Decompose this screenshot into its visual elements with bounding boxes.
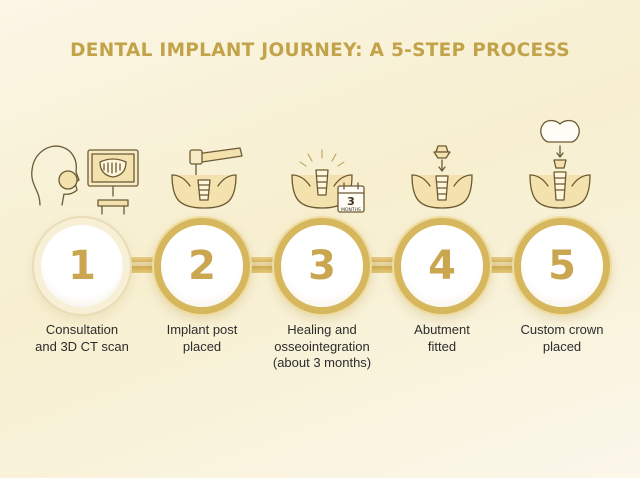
abutment-icon [411, 145, 473, 209]
step-4-label: Abutment fitted [414, 322, 470, 354]
step-5-label: Custom crown placed [520, 322, 604, 354]
step-4-circle: 4 [401, 225, 483, 307]
step-2-label: Implant post placed [166, 322, 238, 354]
step-number: 3 [308, 243, 336, 289]
calendar-number: 3 [347, 195, 355, 208]
step-3-circle: 3 [281, 225, 363, 307]
step-1-circle: 1 [41, 225, 123, 307]
step-2-circle: 2 [161, 225, 243, 307]
step-3-label: Healing and osseointegration (about 3 mo… [272, 322, 372, 370]
crown-icon [529, 119, 591, 209]
drill-implant-icon [171, 147, 243, 209]
healing-calendar-icon [291, 149, 365, 213]
step-number: 4 [428, 243, 456, 289]
step-number: 5 [548, 243, 576, 289]
calendar-months: MONTHS [341, 207, 361, 213]
page-title: DENTAL IMPLANT JOURNEY: A 5-STEP PROCESS [70, 40, 570, 61]
step-number: 2 [188, 243, 216, 289]
step-1-label: Consultation and 3D CT scan [35, 322, 129, 354]
step-number: 1 [68, 243, 96, 289]
step-5-circle: 5 [521, 225, 603, 307]
ct-scan-icon [31, 145, 139, 215]
